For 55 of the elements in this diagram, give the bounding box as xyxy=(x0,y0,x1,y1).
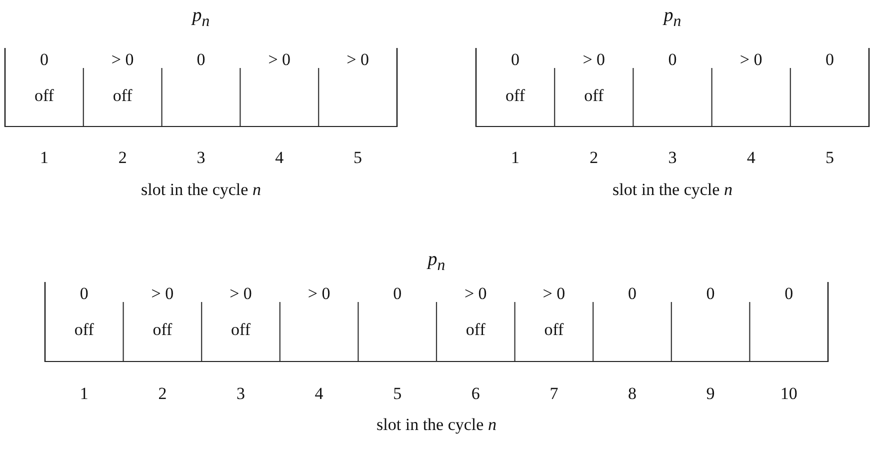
slot-number: 2 xyxy=(118,148,127,168)
value-text: > 0 xyxy=(582,50,606,70)
value-text: 0 xyxy=(784,284,794,304)
value-text: 0 xyxy=(705,284,716,304)
state-text: off xyxy=(33,86,55,106)
value-text: > 0 xyxy=(346,50,370,70)
slot-number: 1 xyxy=(40,148,48,168)
value-text: > 0 xyxy=(150,284,175,304)
slot-number: 8 xyxy=(628,384,636,404)
slot-number: 1 xyxy=(80,384,88,404)
state-text: off xyxy=(583,86,605,106)
state-text: off xyxy=(73,320,95,340)
state-text: off xyxy=(504,86,526,106)
value-text: > 0 xyxy=(228,284,253,304)
slot-number: 3 xyxy=(668,148,677,168)
axis-symbol: p$_{n}$ xyxy=(428,250,446,276)
slot-number: 3 xyxy=(236,384,245,404)
value-text: 0 xyxy=(667,50,678,70)
slot-number: 2 xyxy=(158,384,167,404)
axis-symbol: p$_{n}$ xyxy=(664,6,682,32)
axis-label: slot in the cycle n xyxy=(376,415,496,435)
state-text: off xyxy=(543,320,565,340)
slot-number: 4 xyxy=(275,148,284,168)
value-text: 0 xyxy=(392,284,403,304)
slot-number: 10 xyxy=(780,384,798,404)
slot-number: 6 xyxy=(471,384,480,404)
value-text: > 0 xyxy=(738,50,764,70)
value-text: 0 xyxy=(78,284,90,304)
value-text: 0 xyxy=(626,284,638,304)
value-text: 0 xyxy=(824,50,835,70)
slot-number: 3 xyxy=(196,148,206,168)
slot-number: 5 xyxy=(393,384,402,404)
state-text: off xyxy=(464,320,486,340)
slot-number: 7 xyxy=(550,384,558,404)
state-text: off xyxy=(230,320,252,340)
value-text: 0 xyxy=(510,50,521,70)
value-text: > 0 xyxy=(463,284,488,304)
value-text: > 0 xyxy=(306,284,332,304)
slot-number: 2 xyxy=(590,148,598,168)
state-text: off xyxy=(152,320,174,340)
slot-number: 1 xyxy=(511,148,520,168)
value-text: 0 xyxy=(38,50,50,70)
value-text: > 0 xyxy=(542,284,566,304)
value-text: > 0 xyxy=(267,50,292,70)
value-text: > 0 xyxy=(110,50,135,70)
slot-number: 5 xyxy=(354,148,362,168)
slot-number: 5 xyxy=(825,148,834,168)
axis-label: slot in the cycle n xyxy=(141,180,261,200)
value-text: 0 xyxy=(196,50,206,70)
axis-symbol: p$_{n}$ xyxy=(192,6,210,32)
state-text: off xyxy=(112,86,134,106)
slot-number: 4 xyxy=(746,148,756,168)
axis-label: slot in the cycle n xyxy=(612,180,732,200)
slot-number: 4 xyxy=(314,384,324,404)
slot-number: 9 xyxy=(706,384,715,404)
